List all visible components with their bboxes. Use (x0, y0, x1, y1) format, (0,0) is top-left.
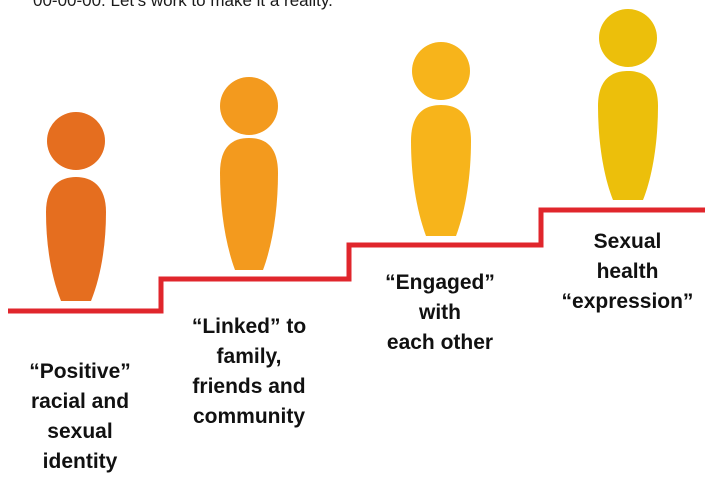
step-label-3-line-3: each other (386, 331, 494, 354)
step-label-2-line-1: “Linked” to (191, 315, 307, 338)
step-label-1-line-4: identity (42, 450, 118, 473)
step-label-4: Sexual health “expression” (550, 227, 705, 317)
step-label-2: “Linked” to family, friends and communit… (174, 312, 324, 432)
person-icon-4 (598, 9, 658, 200)
staircase-line (8, 207, 705, 314)
step-label-4-line-1: Sexual (593, 230, 662, 253)
step-label-2-line-3: friends and (192, 375, 306, 398)
step-label-1-line-2: racial and (30, 390, 130, 413)
person-icon-3 (411, 42, 471, 236)
intro-text: 00-00-00. Let’s work to make it a realit… (33, 0, 333, 10)
step-label-1-line-1: “Positive” (29, 360, 131, 383)
step-label-4-line-2: health (596, 260, 659, 283)
step-label-3: “Engaged” with each other (365, 268, 515, 358)
step-label-1-line-3: sexual (47, 420, 113, 443)
step-label-4-line-3: “expression” (561, 290, 694, 313)
step-label-3-line-1: “Engaged” (385, 271, 495, 294)
step-label-2-line-4: community (192, 405, 305, 428)
step-label-1: “Positive” racial and sexual identity (0, 357, 160, 477)
person-icon-2 (220, 77, 278, 270)
step-label-2-line-2: family, (216, 345, 282, 368)
person-icon-1 (46, 112, 106, 301)
step-label-3-line-2: with (419, 301, 461, 324)
